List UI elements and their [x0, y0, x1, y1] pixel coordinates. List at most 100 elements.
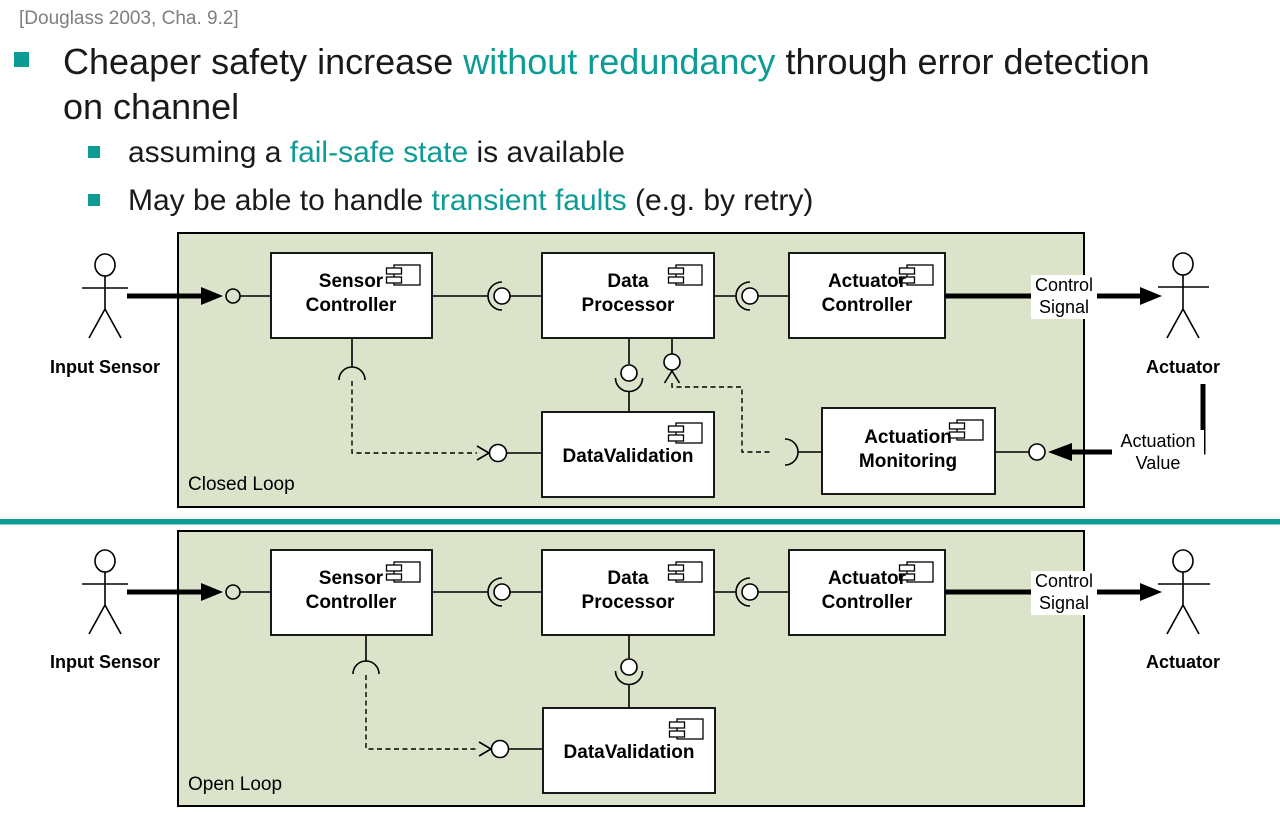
component-label: Processor — [582, 592, 676, 613]
ball-icon — [620, 658, 638, 676]
bullet-main-line2: on channel — [63, 86, 240, 127]
actor-input-sensor: Input Sensor — [50, 549, 160, 672]
component-label: Actuation — [864, 427, 952, 448]
signal-label: Signal — [1039, 297, 1089, 317]
port-lollipop-icon — [1028, 443, 1046, 461]
actor-actuator: Actuator — [1146, 252, 1220, 377]
bullet-sub1-pre: assuming a — [128, 136, 290, 169]
actuation-value-arrow: Actuation Value — [995, 384, 1206, 474]
input-flow-arrow — [127, 583, 271, 601]
dependency-monitoring-to-dp — [663, 338, 822, 466]
component-icon — [667, 264, 703, 286]
actor-label: Actuator — [1146, 652, 1220, 672]
component-icon — [898, 561, 934, 583]
component-label: Actuator — [828, 271, 907, 292]
component-icon — [668, 718, 704, 740]
bullet-sub2-highlight: transient faults — [431, 184, 627, 217]
signal-label: Control — [1035, 275, 1093, 295]
control-signal-arrow: Control Signal — [945, 275, 1162, 319]
loop-label: Closed Loop — [188, 474, 295, 495]
component-actuator-controller: Actuator Controller — [788, 549, 946, 636]
bullet-sub1-text: assuming a fail-safe state is available — [128, 136, 625, 170]
component-label: Data — [607, 271, 649, 292]
ball-icon — [493, 583, 511, 601]
component-icon — [898, 264, 934, 286]
bullet-sub1-post: is available — [468, 136, 625, 169]
bullet-square-icon — [88, 146, 100, 158]
open-arrowhead-icon — [663, 369, 681, 384]
actor-label: Actuator — [1146, 357, 1220, 377]
signal-label: Actuation — [1120, 431, 1195, 451]
bullet-square-icon — [14, 52, 29, 67]
component-label: Monitoring — [859, 451, 957, 472]
lollipop-icon — [490, 739, 510, 759]
actor-input-sensor: Input Sensor — [50, 253, 160, 377]
assembly-connector — [714, 281, 789, 311]
port-lollipop-icon — [225, 584, 241, 600]
actor-label: Input Sensor — [50, 652, 160, 672]
bullet-main-pre: Cheaper safety increase — [63, 41, 464, 82]
stick-figure-icon — [94, 549, 116, 573]
connector-dp-datavalidation — [614, 338, 644, 412]
stick-figure-icon — [1172, 252, 1194, 276]
stick-figure-icon — [1172, 549, 1194, 573]
assembly-connector — [714, 577, 789, 607]
component-icon — [667, 422, 703, 444]
component-data-processor: Data Processor — [541, 252, 715, 339]
dependency-sc-to-datavalidation — [338, 338, 542, 463]
component-sensor-controller: Sensor Controller — [270, 252, 433, 339]
component-label: Controller — [306, 295, 397, 316]
ball-icon — [741, 287, 759, 305]
stick-figure-icon — [82, 572, 128, 635]
signal-label: Control — [1035, 571, 1093, 591]
component-label: Controller — [822, 295, 913, 316]
signal-label: Value — [1136, 453, 1181, 473]
ball-icon — [493, 287, 511, 305]
bullet-sub2-pre: May be able to handle — [128, 184, 432, 217]
socket-icon — [735, 281, 751, 311]
input-flow-arrow — [127, 287, 271, 305]
component-label: DataValidation — [564, 742, 695, 763]
control-signal-arrow: Control Signal — [945, 571, 1162, 615]
component-actuator-controller: Actuator Controller — [788, 252, 946, 339]
bullet-sub2-post: (e.g. by retry) — [626, 184, 814, 217]
socket-icon — [352, 660, 380, 675]
bullet-main-highlight: without redundancy — [463, 41, 776, 82]
actor-label: Input Sensor — [50, 357, 160, 377]
ball-icon — [620, 364, 638, 382]
dependency-sc-to-datavalidation — [352, 635, 543, 759]
socket-icon — [735, 577, 751, 607]
connector-dp-datavalidation — [614, 635, 644, 708]
bullet-square-icon — [88, 194, 100, 206]
component-label: Sensor — [319, 271, 384, 292]
bullet-main-post: through error detection — [775, 41, 1150, 82]
lollipop-icon — [488, 443, 508, 463]
component-icon — [948, 419, 984, 441]
bullet-sub1-highlight: fail-safe state — [289, 136, 469, 169]
bullet-main-text: Cheaper safety increase without redundan… — [63, 39, 1150, 129]
open-loop-diagram: Input Sensor Sensor Controller — [50, 530, 1220, 807]
socket-icon — [338, 366, 366, 381]
stick-figure-icon — [82, 276, 128, 339]
bullet-sub2-text: May be able to handle transient faults (… — [128, 184, 813, 218]
stick-figure-icon — [94, 253, 116, 277]
component-label: Data — [607, 568, 649, 589]
component-data-processor: Data Processor — [541, 549, 715, 636]
port-lollipop-icon — [225, 288, 241, 304]
loop-label: Open Loop — [188, 774, 282, 795]
component-label: Controller — [822, 592, 913, 613]
component-label: Sensor — [319, 568, 384, 589]
closed-loop-diagram: Input Sensor Sensor Controller — [50, 232, 1220, 508]
stick-figure-icon — [1158, 275, 1209, 339]
component-data-validation: DataValidation — [542, 707, 716, 794]
socket-icon — [487, 577, 503, 607]
ball-icon — [741, 583, 759, 601]
component-icon — [385, 561, 421, 583]
assembly-connector — [432, 281, 542, 311]
lollipop-icon — [663, 353, 681, 371]
component-actuation-monitoring: Actuation Monitoring — [821, 407, 996, 495]
component-label: Actuator — [828, 568, 907, 589]
component-icon — [385, 264, 421, 286]
